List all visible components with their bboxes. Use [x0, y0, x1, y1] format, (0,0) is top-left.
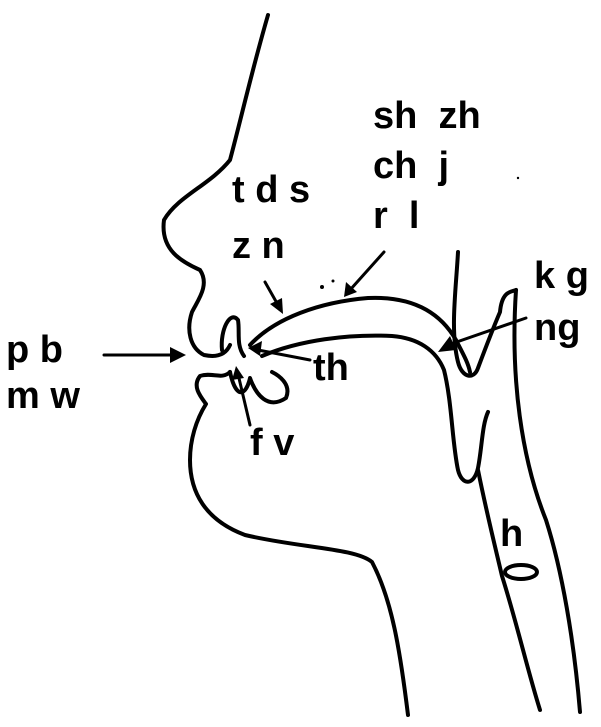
- label-bilabial-1: p b: [6, 329, 63, 371]
- label-velar-1: k g: [534, 255, 589, 297]
- chin-neck-outline: [190, 372, 408, 715]
- label-postalveolar-2: ch j: [373, 145, 449, 187]
- label-labiodental: f v: [250, 422, 294, 464]
- liquids-arrow-line: [350, 252, 384, 290]
- speck-mark: [320, 285, 324, 289]
- label-velar-2: ng: [534, 307, 580, 349]
- label-bilabial-2: m w: [6, 375, 80, 417]
- labiodental-arrowhead: [232, 366, 244, 380]
- label-liquids: r l: [373, 195, 419, 237]
- speck-mark: [332, 280, 335, 283]
- label-postalveolar-1: sh zh: [373, 95, 481, 137]
- label-alveolar-1: t d s: [232, 169, 310, 211]
- bilabial-arrowhead: [170, 347, 186, 363]
- label-dental: th: [313, 347, 349, 389]
- speck-mark: [517, 177, 519, 179]
- label-alveolar-2: z n: [232, 225, 285, 267]
- airway-front-wall: [478, 470, 540, 710]
- glottis-oval: [505, 565, 537, 579]
- label-glottal: h: [500, 513, 523, 555]
